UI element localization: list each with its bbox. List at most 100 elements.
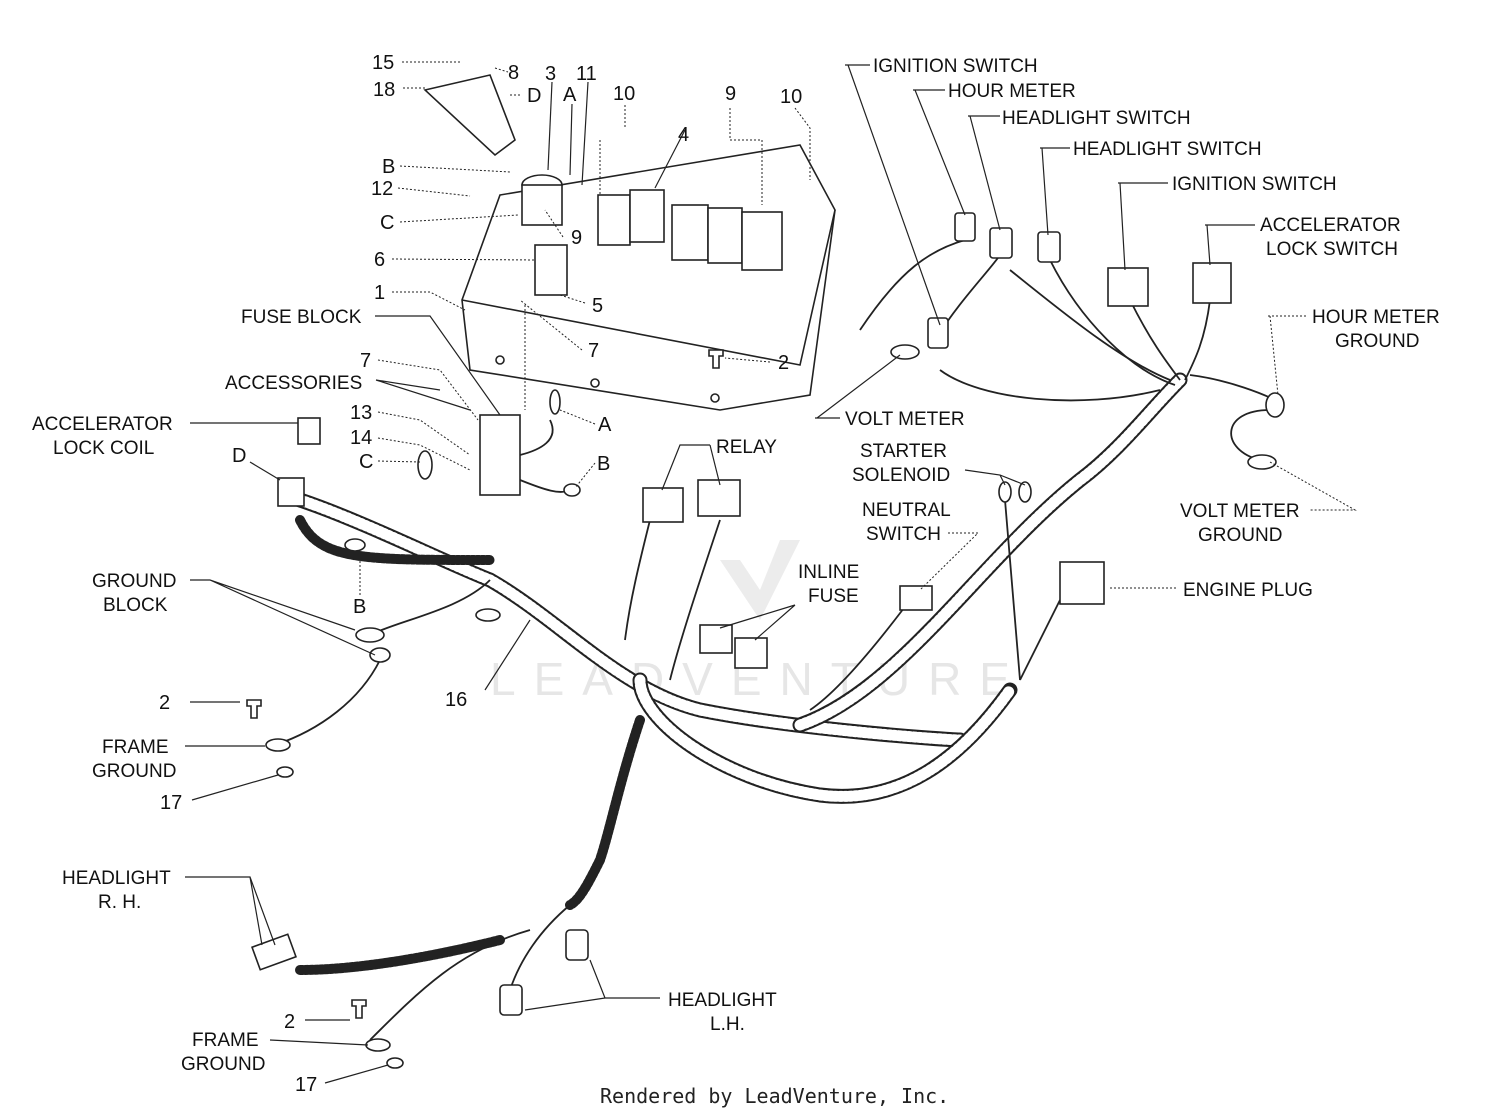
volt-meter-ground-terminal [1247, 454, 1277, 470]
label-ignition-switch-1: IGNITION SWITCH [873, 56, 1038, 77]
callout-7b: 7 [360, 350, 371, 372]
leader [249, 461, 281, 481]
label-starter-solenoid-1: STARTER [860, 441, 947, 462]
callout-8: 8 [508, 62, 519, 84]
headlight-lh-part [565, 929, 589, 961]
label-frame-ground-1: FRAME [102, 737, 169, 758]
leader [724, 357, 771, 363]
footer-credit: Rendered by LeadVenture, Inc. [600, 1084, 949, 1108]
leader [1118, 182, 1168, 271]
ring-terminal [475, 608, 501, 622]
solenoid-body [521, 184, 563, 226]
leader [719, 604, 796, 641]
bolt-2 [708, 349, 724, 369]
label-headlight-switch-2: HEADLIGHT SWITCH [1073, 139, 1262, 160]
leader [913, 89, 966, 216]
cover-plate [423, 74, 516, 157]
wire [939, 369, 1161, 402]
label-neutral-switch-2: SWITCH [866, 524, 941, 545]
pigtail-wires [274, 239, 1276, 1041]
relay-connector [697, 479, 741, 517]
wire [519, 479, 571, 493]
label-fuse-block: FUSE BLOCK [241, 307, 362, 328]
callout-18: 18 [373, 79, 395, 101]
wire [369, 579, 491, 636]
harness [292, 372, 1188, 975]
ring-terminal [890, 344, 920, 360]
wire [1230, 409, 1271, 461]
inline-fuse-part [734, 637, 768, 669]
star-washer-2 [386, 1057, 404, 1069]
label-hour-meter-ground-1: HOUR METER [1312, 307, 1440, 328]
leader [559, 409, 596, 425]
starter-solenoid-terminal [998, 481, 1012, 503]
leader [519, 299, 583, 410]
leader [1269, 461, 1357, 511]
terminal-c [417, 450, 433, 480]
label-frame-ground-1b: GROUND [92, 761, 176, 782]
callout-9a: 9 [725, 83, 736, 105]
leader [654, 129, 686, 189]
callout-17a: 17 [160, 792, 182, 814]
label-volt-meter: VOLT METER [845, 409, 965, 430]
leader [964, 469, 1026, 486]
wire [669, 519, 721, 681]
label-accelerator-lock-switch-1: ACCELERATOR [1260, 215, 1401, 236]
leader [377, 460, 421, 463]
leader [661, 444, 721, 491]
leader [403, 87, 520, 96]
connector-ignition-switch [1107, 267, 1149, 307]
terminal-b-mid [563, 483, 581, 497]
leader [191, 774, 279, 801]
leader [1205, 224, 1255, 266]
terminal-b [344, 538, 366, 552]
spring-rh [295, 935, 505, 975]
callout-15: 15 [372, 52, 394, 74]
callout-3: 3 [545, 63, 556, 85]
callout-4: 4 [678, 124, 689, 146]
callout-10a: 10 [613, 83, 635, 105]
callout-1: 1 [374, 282, 385, 304]
leader [574, 462, 596, 489]
leader [845, 64, 941, 326]
headlight-rh-part [251, 933, 297, 971]
callout-d-top: D [527, 85, 541, 107]
callout-10b: 10 [780, 86, 802, 108]
leader [559, 294, 586, 304]
callout-11: 11 [576, 63, 597, 85]
leader [399, 165, 511, 173]
wire [369, 929, 531, 1041]
leader-lines [185, 61, 1357, 1084]
callout-a-top: A [563, 84, 577, 106]
callouts: 15 8 3 11 18 D A 10 9 10 B 12 4 C 9 6 1 … [159, 52, 802, 1096]
label-relay: RELAY [716, 437, 777, 458]
callout-c-mid: C [359, 451, 373, 473]
label-ground-block-2: BLOCK [103, 595, 168, 616]
wire [274, 659, 381, 746]
loom-right-texture [794, 374, 1186, 731]
terminal-a [549, 389, 561, 415]
label-frame-ground-2: FRAME [192, 1030, 259, 1051]
callout-9b: 9 [571, 227, 582, 249]
wire [1129, 299, 1181, 381]
leader [569, 81, 589, 186]
leader [375, 379, 471, 411]
spring-coil [295, 515, 495, 565]
callout-2a: 2 [778, 352, 789, 374]
leader [729, 108, 763, 205]
frame-ground-terminal-2 [365, 1038, 391, 1052]
headlight-lh-part [499, 984, 523, 1016]
hour-meter-ground-terminal [1265, 392, 1285, 418]
connector-headlight [1037, 231, 1061, 263]
leader [324, 1064, 389, 1084]
panel-relay [629, 189, 665, 243]
connector-hour-meter [989, 227, 1013, 259]
star-washer [276, 766, 294, 778]
label-starter-solenoid-2: SOLENOID [852, 465, 950, 486]
loom-lower-texture [634, 674, 1016, 802]
callout-14: 14 [350, 427, 372, 449]
callout-16: 16 [445, 689, 467, 711]
connector-ignition [954, 212, 976, 242]
frame-ground-terminal [265, 738, 291, 752]
